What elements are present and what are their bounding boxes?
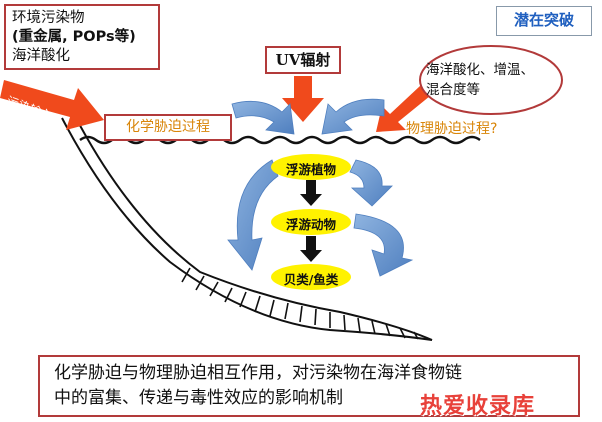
watermark-logo: 热爱收录库 [420, 394, 536, 419]
uv-arrow [282, 76, 324, 122]
node-shellfish-fish [271, 264, 351, 290]
physical-stress-arrow [376, 86, 430, 132]
node-zooplankton [271, 209, 351, 235]
pollutant-line-2: (重金属, POPs等) [12, 29, 136, 45]
physical-factors-line-2: 混合度等 [426, 82, 480, 98]
pollutant-line-3: 海洋酸化 [12, 48, 70, 64]
pollutant-line-1: 环境污染物 [12, 10, 85, 26]
physical-factors-text: 海洋酸化、增温、 混合度等 [426, 60, 556, 100]
physical-stress-label: 物理胁迫过程? [406, 121, 498, 137]
shellfish-fish-label: 贝类/鱼类 [283, 272, 339, 287]
breakthrough-label: 潜在突破 [496, 6, 592, 36]
uv-radiation-box: UV辐射 [265, 46, 341, 74]
slope-hatching [181, 267, 419, 340]
arrow-zoo-to-fish [300, 236, 322, 262]
summary-line-1: 化学胁迫与物理胁迫相互作用，对污染物在海洋食物链 [54, 363, 462, 383]
summary-box: 化学胁迫与物理胁迫相互作用，对污染物在海洋食物链 中的富集、传递与毒性效应的影响… [38, 355, 580, 417]
blue-arrow-right-lower [353, 213, 414, 277]
pollutant-source-box: 环境污染物 (重金属, POPs等) 海洋酸化 [4, 4, 160, 70]
physical-factors-ellipse [419, 45, 563, 115]
zooplankton-label: 浮游动物 [285, 217, 336, 232]
sea-floor-slope [61, 117, 433, 341]
blue-arrow-right-surface [321, 98, 385, 135]
phytoplankton-label: 浮游植物 [285, 162, 336, 177]
pollution-input-arrow [0, 80, 104, 130]
node-phytoplankton [271, 154, 351, 180]
blue-arrow-left-descend [227, 159, 279, 271]
physical-factors-line-1: 海洋酸化、增温、 [426, 62, 534, 78]
arrow-phyto-to-zoo [300, 180, 322, 206]
blue-arrow-left-surface [231, 100, 295, 135]
chemical-stress-box: 化学胁迫过程 [104, 114, 232, 141]
summary-line-2: 中的富集、传递与毒性效应的影响机制 [54, 388, 343, 408]
blue-arrow-right-upper [349, 159, 393, 207]
